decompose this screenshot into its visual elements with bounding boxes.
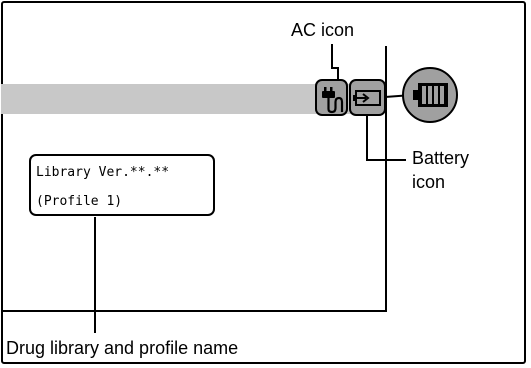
- ac-icon-leader: [331, 44, 339, 79]
- drug-library-box: Library Ver.**.** (Profile 1): [29, 154, 215, 216]
- battery-icon-callout-line1: Battery: [412, 148, 470, 168]
- battery-charging-icon: [349, 79, 386, 116]
- battery-icon-callout-line2: icon: [412, 172, 446, 192]
- diagram-frame: [1, 1, 526, 364]
- ac-plug-icon: [315, 79, 348, 116]
- library-version-text: Library Ver.**.**: [36, 165, 170, 180]
- ac-icon-callout: AC icon: [291, 20, 355, 40]
- drug-library-callout: Drug library and profile name: [6, 338, 239, 358]
- profile-name-text: (Profile 1): [36, 194, 123, 209]
- battery-level-icon: [402, 67, 458, 123]
- battery-icon-leader: [366, 116, 406, 161]
- device-screen: [1, 46, 387, 312]
